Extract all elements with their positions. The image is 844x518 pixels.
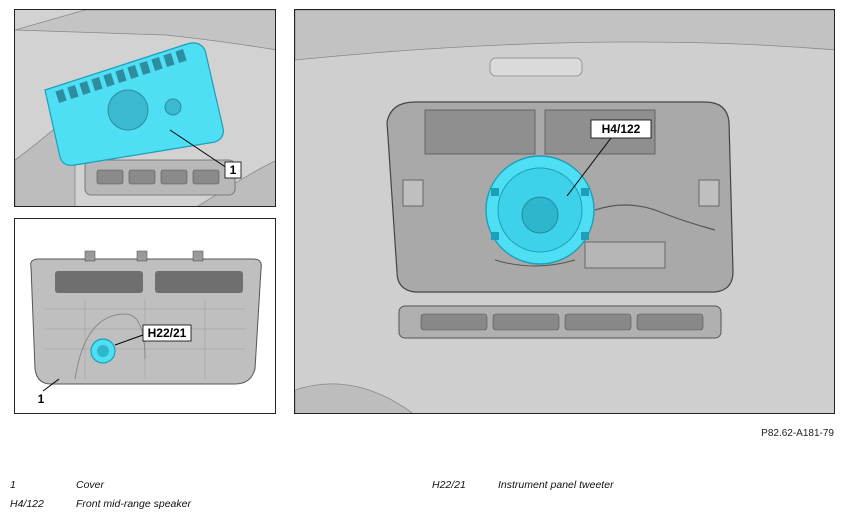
cover-vent-slots xyxy=(55,271,243,293)
legend-id-speaker: H4/122 xyxy=(10,498,44,510)
panel-speaker-installed: H4/122 xyxy=(294,9,835,414)
callout-tweeter: H22/21 xyxy=(148,326,187,340)
speaker-grille-large xyxy=(107,89,149,131)
vent-grille xyxy=(55,49,187,103)
legend-desc-cover: Cover xyxy=(76,479,105,491)
lower-vents xyxy=(420,313,704,331)
speaker-installed-illustration: H4/122 xyxy=(295,10,834,413)
panel-cover-installed: 1 xyxy=(14,9,276,207)
legend-id-tweeter: H22/21 xyxy=(432,479,466,491)
callout-cover-b: 1 xyxy=(38,392,45,406)
panel-cover-detail: H22/21 1 xyxy=(14,218,276,414)
callout-cover-a: 1 xyxy=(230,163,237,177)
legend-id-cover: 1 xyxy=(10,479,16,491)
legend-desc-speaker: Front mid-range speaker xyxy=(76,498,191,510)
speaker-grille-small xyxy=(164,98,182,116)
cover-installed-illustration: 1 xyxy=(15,10,275,206)
legend-desc-tweeter: Instrument panel tweeter xyxy=(498,479,614,491)
cover-detail-illustration: H22/21 1 xyxy=(15,219,275,413)
mid-range-speaker xyxy=(485,155,595,265)
figure-code: P82.62-A181-79 xyxy=(761,428,834,439)
callout-speaker: H4/122 xyxy=(602,122,641,136)
